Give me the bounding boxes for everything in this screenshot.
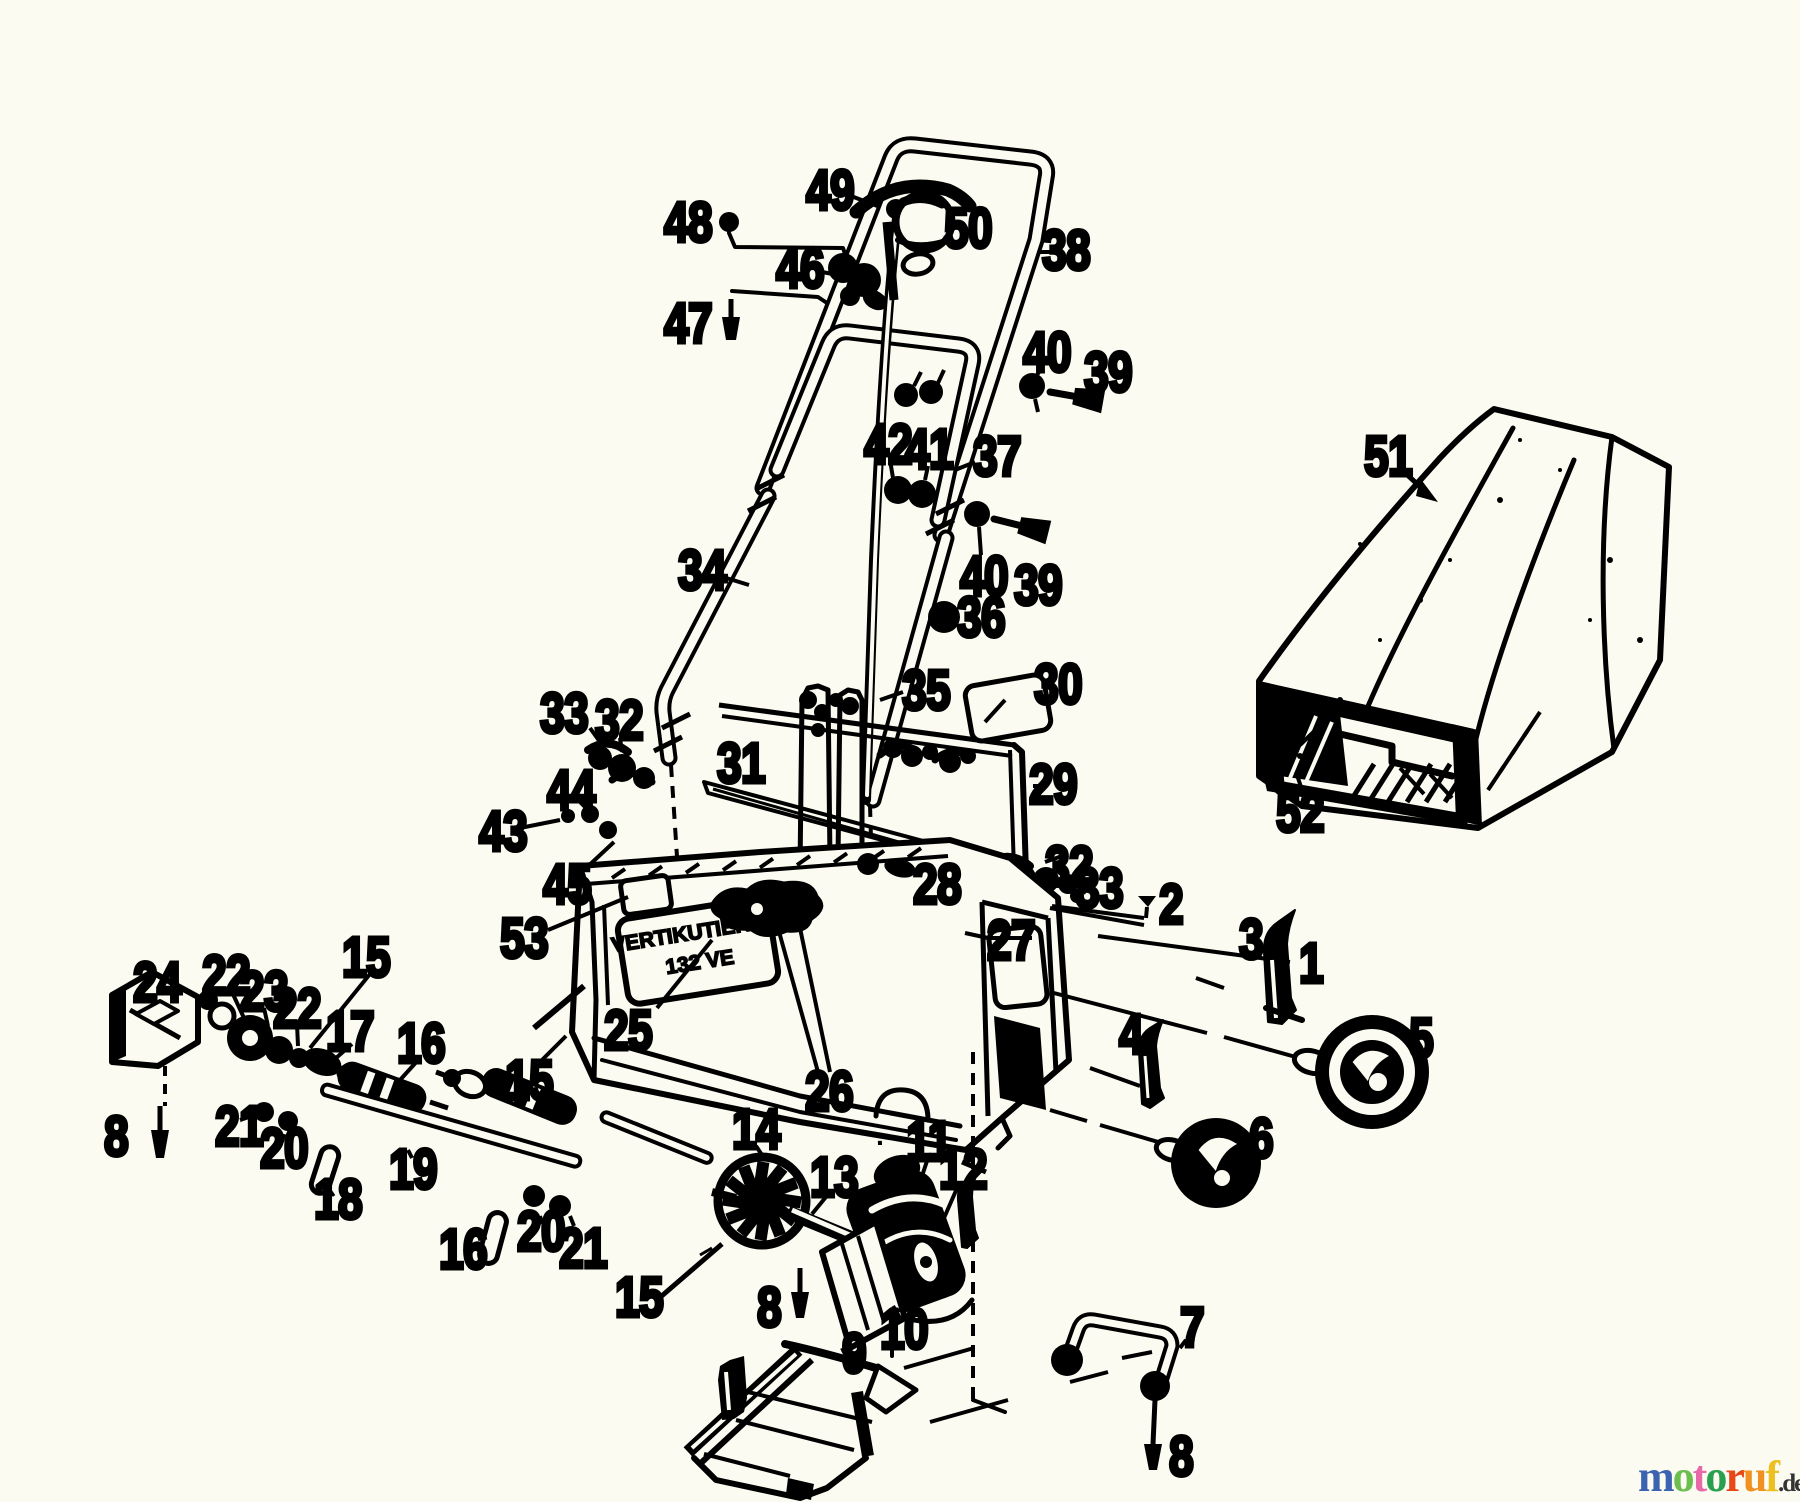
svg-text:48: 48: [664, 190, 712, 254]
svg-text:3: 3: [1239, 907, 1263, 971]
svg-text:20: 20: [517, 1199, 565, 1263]
svg-text:29: 29: [1029, 752, 1077, 816]
svg-text:26: 26: [805, 1059, 853, 1123]
svg-text:40: 40: [960, 544, 1008, 608]
svg-text:1: 1: [1299, 931, 1323, 995]
svg-text:15: 15: [615, 1265, 663, 1329]
svg-text:9: 9: [842, 1321, 866, 1385]
svg-text:6: 6: [1249, 1106, 1273, 1170]
svg-text:5: 5: [1409, 1006, 1433, 1070]
svg-text:21: 21: [559, 1216, 607, 1280]
svg-text:16: 16: [439, 1217, 487, 1281]
svg-text:42: 42: [864, 412, 912, 476]
svg-text:53: 53: [500, 906, 548, 970]
svg-text:47: 47: [664, 291, 712, 355]
svg-text:38: 38: [1042, 218, 1090, 282]
svg-text:16: 16: [397, 1011, 445, 1075]
svg-text:45: 45: [543, 852, 591, 916]
svg-text:34: 34: [678, 538, 727, 602]
svg-text:7: 7: [1180, 1295, 1204, 1359]
svg-text:51: 51: [1364, 424, 1412, 488]
svg-text:39: 39: [1014, 553, 1062, 617]
svg-text:35: 35: [902, 658, 950, 722]
svg-text:52: 52: [1276, 780, 1324, 844]
svg-text:36: 36: [957, 585, 1005, 649]
svg-text:33: 33: [540, 681, 588, 745]
svg-text:37: 37: [973, 424, 1021, 488]
svg-text:41: 41: [905, 417, 953, 481]
svg-text:46: 46: [776, 236, 824, 300]
svg-text:33: 33: [1075, 856, 1123, 920]
svg-text:44: 44: [547, 758, 596, 822]
svg-text:50: 50: [944, 196, 992, 260]
svg-text:28: 28: [913, 852, 961, 916]
svg-text:31: 31: [717, 731, 765, 795]
svg-text:14: 14: [732, 1097, 781, 1161]
svg-text:32: 32: [1045, 834, 1093, 898]
svg-text:49: 49: [806, 158, 854, 222]
svg-text:8: 8: [104, 1104, 128, 1168]
svg-text:43: 43: [479, 799, 527, 863]
svg-text:18: 18: [314, 1167, 362, 1231]
svg-text:10: 10: [880, 1297, 928, 1361]
svg-text:8: 8: [1169, 1424, 1193, 1488]
svg-text:20: 20: [260, 1116, 308, 1180]
svg-text:32: 32: [595, 688, 643, 752]
svg-text:39: 39: [1084, 340, 1132, 404]
svg-text:22: 22: [202, 943, 250, 1007]
svg-text:12: 12: [939, 1137, 987, 1201]
svg-text:2: 2: [1159, 872, 1183, 936]
svg-text:4: 4: [1119, 1002, 1144, 1066]
svg-text:24: 24: [133, 950, 182, 1014]
svg-text:15: 15: [505, 1048, 553, 1112]
svg-text:8: 8: [757, 1275, 781, 1339]
svg-text:22: 22: [273, 976, 321, 1040]
svg-text:27: 27: [987, 908, 1035, 972]
svg-text:15: 15: [342, 925, 390, 989]
svg-text:11: 11: [906, 1109, 951, 1173]
svg-text:21: 21: [215, 1094, 263, 1158]
svg-text:13: 13: [810, 1145, 858, 1209]
svg-text:23: 23: [240, 959, 288, 1023]
svg-text:25: 25: [604, 998, 652, 1062]
svg-text:19: 19: [389, 1137, 437, 1201]
svg-text:motoruf.de: motoruf.de: [1638, 1452, 1800, 1501]
svg-text:30: 30: [1034, 652, 1082, 716]
svg-text:40: 40: [1023, 320, 1071, 384]
svg-text:17: 17: [326, 999, 374, 1063]
